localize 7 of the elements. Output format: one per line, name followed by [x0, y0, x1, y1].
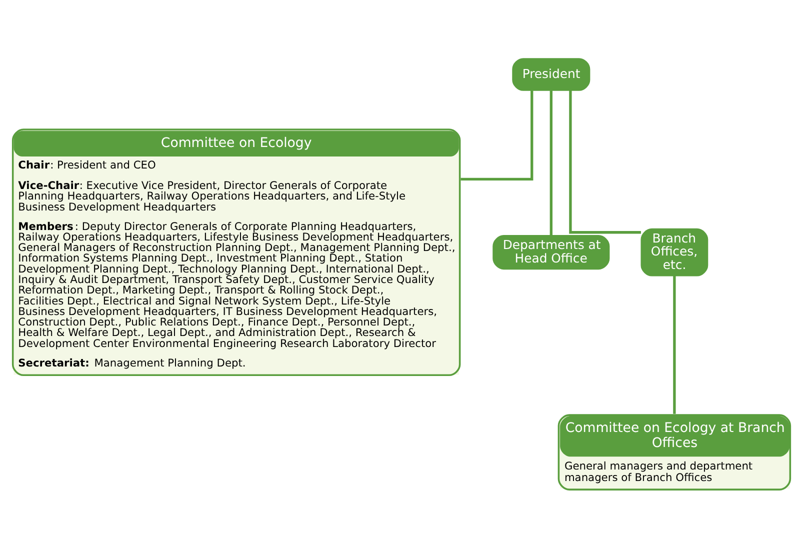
connector — [569, 90, 641, 234]
connector — [550, 90, 552, 236]
connector — [673, 276, 676, 414]
node-box: President — [512, 58, 590, 91]
node-box: Branch Offices, etc. — [640, 228, 708, 276]
connector — [460, 90, 534, 180]
node-box: Departments at Head Office — [492, 235, 610, 270]
